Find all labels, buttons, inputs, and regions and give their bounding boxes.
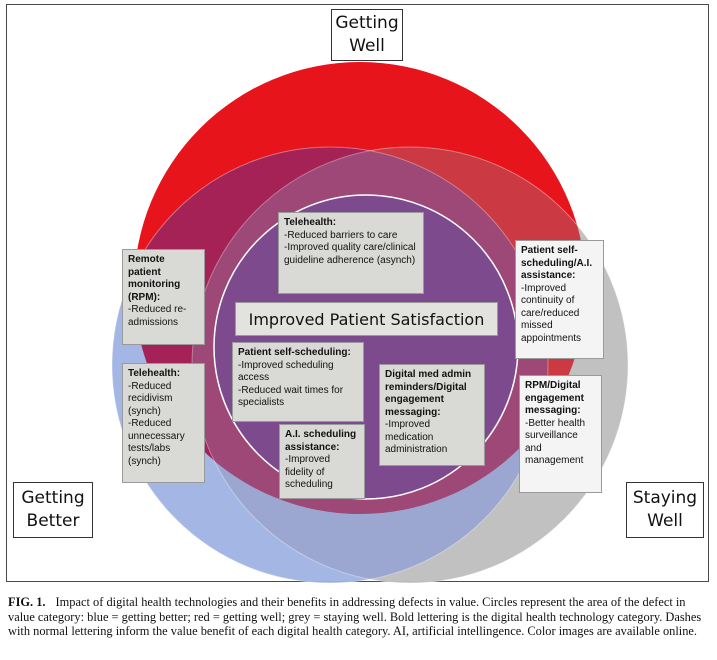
box-title: Telehealth: (284, 217, 337, 228)
rpm-left-box: Remote patient monitoring (RPM): -Reduce… (122, 249, 205, 345)
telehealth-top-box: Telehealth: -Reduced barriers to care -I… (278, 212, 424, 294)
box-benefits: -Better health surveillance and manageme… (525, 417, 586, 467)
box-title: Digital med admin reminders/Digital enga… (385, 369, 472, 418)
venn-diagram (111, 62, 629, 584)
box-benefits: -Improved continuity of care/reduced mis… (521, 282, 582, 344)
figure-number: FIG. 1. (8, 595, 46, 609)
box-benefits: -Reduced re-admissions (128, 304, 187, 328)
getting-better-label: Getting Better (13, 482, 93, 538)
rpm-right-box: RPM/Digital engagement messaging: -Bette… (519, 375, 602, 493)
box-title: Telehealth: (128, 368, 181, 379)
center-title: Improved Patient Satisfaction (235, 302, 498, 336)
box-title: RPM/Digital engagement messaging: (525, 380, 584, 416)
box-title: Patient self-scheduling: (238, 347, 351, 358)
box-benefits: -Improved fidelity of scheduling (285, 454, 333, 490)
telehealth-left-box: Telehealth: -Reduced recidivism (synch) … (122, 363, 205, 483)
staying-well-label: Staying Well (626, 482, 704, 538)
box-benefits: -Improved scheduling access -Reduced wai… (238, 359, 344, 409)
box-title: A.I. scheduling assistance: (285, 429, 357, 453)
digital-med-box: Digital med admin reminders/Digital enga… (379, 364, 485, 466)
self-scheduling-right-box: Patient self-scheduling/A.I. assistance:… (515, 240, 604, 359)
box-benefits: -Reduced recidivism (synch) -Reduced unn… (128, 380, 185, 467)
box-title: Remote patient monitoring (RPM): (128, 254, 181, 303)
box-benefits: -Improved medication administration (385, 419, 448, 455)
self-scheduling-center-box: Patient self-scheduling: -Improved sched… (232, 342, 364, 422)
getting-well-label: Getting Well (331, 9, 403, 61)
ai-scheduling-box: A.I. scheduling assistance: -Improved fi… (279, 424, 365, 499)
figure-caption: FIG. 1.Impact of digital health technolo… (8, 595, 710, 639)
box-benefits: -Reduced barriers to care -Improved qual… (284, 229, 416, 266)
box-title: Patient self-scheduling/A.I. assistance: (521, 245, 593, 281)
caption-text: Impact of digital health technologies an… (8, 595, 702, 638)
